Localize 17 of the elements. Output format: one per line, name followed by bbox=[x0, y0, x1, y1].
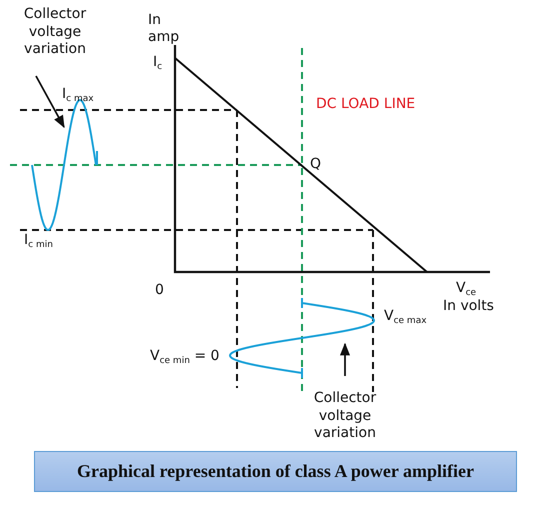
axis-label: In volts bbox=[443, 298, 494, 315]
origin-label: 0 bbox=[155, 282, 164, 299]
value-label: V$_{ce min}$ = 0 bbox=[150, 348, 220, 367]
sine-wave bbox=[229, 297, 375, 379]
annotation-text: Collector voltage variation bbox=[0, 6, 110, 58]
annotation-text: Collector voltage variation bbox=[300, 390, 390, 442]
arrow bbox=[35, 76, 65, 128]
axis-label: I$_{c}$ bbox=[153, 54, 162, 73]
axis-label: In amp bbox=[148, 12, 178, 46]
value-label: I$_{c min}$ bbox=[24, 232, 53, 251]
line-label: DC LOAD LINE bbox=[316, 96, 416, 113]
value-label: I$_{c max}$ bbox=[62, 86, 94, 105]
point-label: Q bbox=[310, 156, 322, 173]
caption-banner: Graphical representation of class A power amplifier bbox=[34, 451, 517, 492]
arrow bbox=[340, 342, 350, 376]
axis-label: V$_{ce}$ bbox=[456, 280, 476, 299]
value-label: V$_{ce max}$ bbox=[384, 308, 427, 327]
